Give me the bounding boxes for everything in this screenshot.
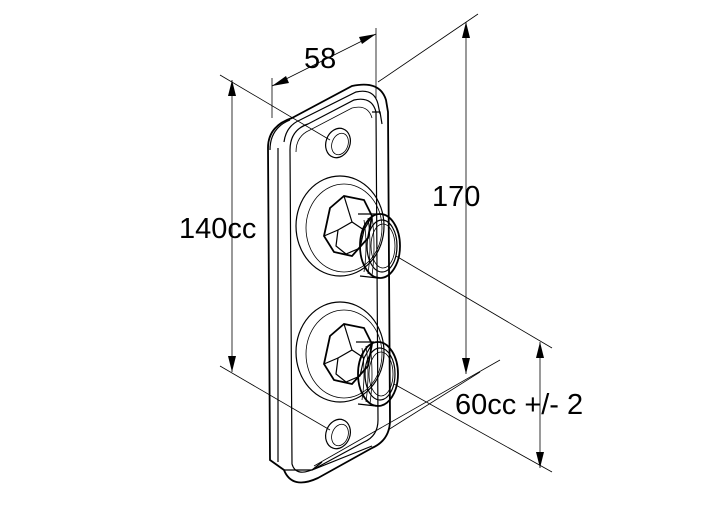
dimension-projection — [313, 255, 553, 473]
total-height-label: 170 — [432, 181, 480, 213]
center-distance-label: 140cc — [179, 213, 256, 245]
dimension-width — [271, 28, 377, 118]
upper-connector — [295, 175, 401, 279]
lower-connector — [295, 301, 399, 407]
mounting-hole-top — [325, 127, 351, 159]
mounting-plate — [267, 83, 391, 484]
projection-label: 60cc +/- 2 — [455, 389, 583, 421]
width-label: 58 — [304, 43, 336, 75]
dimension-center-distance — [219, 74, 331, 431]
mounting-hole-bottom — [325, 418, 351, 450]
dimension-total-height — [377, 13, 481, 431]
